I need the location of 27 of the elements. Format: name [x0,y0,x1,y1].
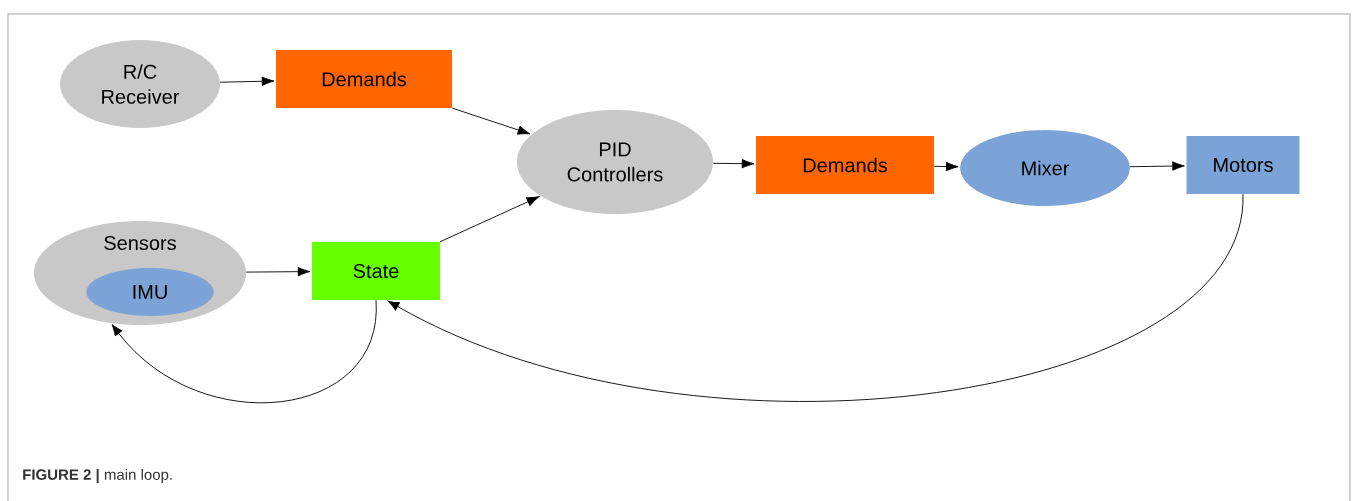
process-box [1186,136,1300,194]
node-label: PID Controllers [567,142,663,182]
arrow [933,161,959,172]
arrow [111,299,377,404]
figure-caption: FIGURE 2 | main loop. [23,468,172,484]
process-box [276,50,452,108]
arrow [245,267,311,277]
process-box [312,242,440,300]
arrow [1129,161,1185,171]
node-label: IMU [133,285,167,299]
ellipse-node [86,268,214,316]
node-label: Sensors [104,235,176,251]
node-label: Mixer [1022,160,1070,176]
node-label: State [353,263,399,279]
arrow [712,159,755,169]
process-box [756,136,934,194]
node-label: R/C Receiver [102,64,180,104]
arrow [387,193,1244,402]
ellipse-node [517,110,713,214]
node-label: Demands [803,157,888,173]
ellipse-node [960,130,1130,206]
node-label: Demands [322,71,407,87]
arrow [451,107,531,135]
arrow [439,196,540,243]
ellipse-node [60,40,220,128]
node-label: Motors [1214,158,1273,172]
arrow [219,76,275,86]
